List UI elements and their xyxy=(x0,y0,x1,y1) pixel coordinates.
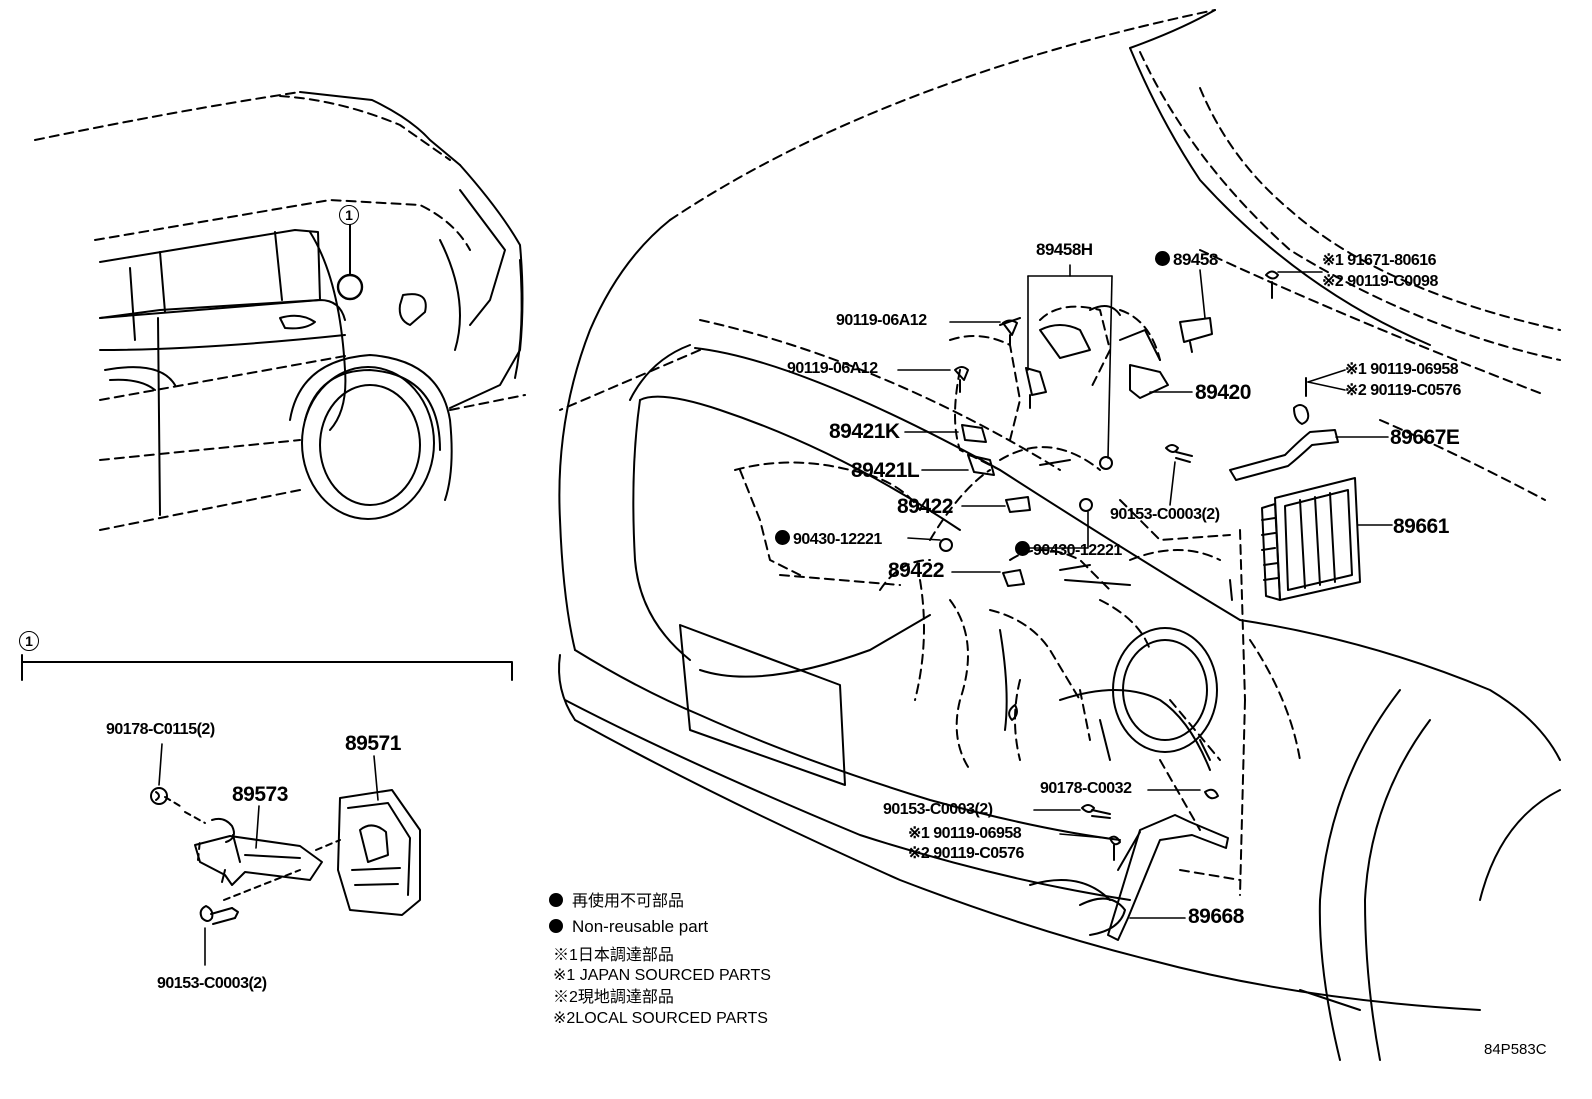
non-reusable-icon xyxy=(549,919,563,933)
label-90153-c0003-upper: 90153-C0003(2) xyxy=(1110,506,1220,523)
legend-japan-sourced-en: ※1 JAPAN SOURCED PARTS xyxy=(553,967,771,984)
ecu-bracket-drawing xyxy=(1229,377,1339,481)
label-89421k: 89421K xyxy=(829,420,900,443)
non-reusable-icon xyxy=(549,893,563,907)
figure-code: 84P583C xyxy=(1484,1041,1547,1058)
legend-non-reusable-en: Non-reusable part xyxy=(572,917,709,936)
label-89668: 89668 xyxy=(1188,905,1244,928)
non-reusable-icon xyxy=(1155,251,1170,266)
detail-callout-header: 1 xyxy=(19,631,39,651)
legend-local-sourced-jp: ※2現地調達部品 xyxy=(553,989,674,1006)
label-90119-06a12-lower: 90119-06A12 xyxy=(787,360,878,377)
label-90178-c0115: 90178-C0115(2) xyxy=(106,721,215,738)
label-90430-12221-left: 90430-12221 xyxy=(775,530,882,548)
non-reusable-icon xyxy=(775,530,790,545)
rear-vehicle-drawing xyxy=(34,91,526,531)
label-89422-upper: 89422 xyxy=(897,495,953,518)
label-89667e: 89667E xyxy=(1390,426,1460,449)
legend-japan-sourced-jp: ※1日本調達部品 xyxy=(553,947,674,964)
label-90430-right-text: 90430-12221 xyxy=(1033,542,1122,559)
legend-line-jp: 再使用不可部品 xyxy=(549,893,684,910)
legend-non-reusable-jp: 再使用不可部品 xyxy=(572,893,685,910)
label-90119-c0098: ※2 90119-C0098 xyxy=(1322,273,1438,290)
label-89458: 89458 xyxy=(1155,251,1218,268)
label-89458-text: 89458 xyxy=(1173,250,1218,269)
label-90119-c0576-lower: ※2 90119-C0576 xyxy=(908,845,1024,862)
label-89573: 89573 xyxy=(232,783,288,806)
label-90430-12221-right: 90430-12221 xyxy=(1015,541,1122,559)
label-90119-06958-lower: ※1 90119-06958 xyxy=(908,825,1022,842)
detail-callout-marker: 1 xyxy=(339,205,359,225)
detail-box xyxy=(21,654,513,681)
label-89422-lower: 89422 xyxy=(888,559,944,582)
lower-bracket-drawing xyxy=(1081,788,1229,941)
label-89421l: 89421L xyxy=(851,459,920,482)
label-90178-c0032: 90178-C0032 xyxy=(1040,780,1132,797)
label-89571: 89571 xyxy=(345,732,401,755)
legend-line-en: Non-reusable part xyxy=(549,918,708,935)
label-89458h: 89458H xyxy=(1036,240,1093,259)
label-90153-c0003-lower: 90153-C0003(2) xyxy=(883,801,993,818)
non-reusable-icon xyxy=(1015,541,1030,556)
label-90430-left-text: 90430-12221 xyxy=(793,531,882,548)
label-90119-c0576-upper: ※2 90119-C0576 xyxy=(1345,382,1461,399)
legend-local-sourced-en: ※2LOCAL SOURCED PARTS xyxy=(553,1010,768,1027)
label-90119-06a12-upper: 90119-06A12 xyxy=(836,312,927,329)
detail-parts-drawing xyxy=(150,787,421,925)
engine-solid-details xyxy=(999,305,1233,771)
label-89420: 89420 xyxy=(1195,381,1251,404)
ecu-drawing xyxy=(1261,477,1361,601)
label-91671-80616: ※1 91671-80616 xyxy=(1322,252,1437,269)
label-90119-06958-upper: ※1 90119-06958 xyxy=(1345,361,1459,378)
leader-lines xyxy=(158,229,1393,966)
label-90153-c0003-detail: 90153-C0003(2) xyxy=(157,975,267,992)
label-89661: 89661 xyxy=(1393,515,1449,538)
